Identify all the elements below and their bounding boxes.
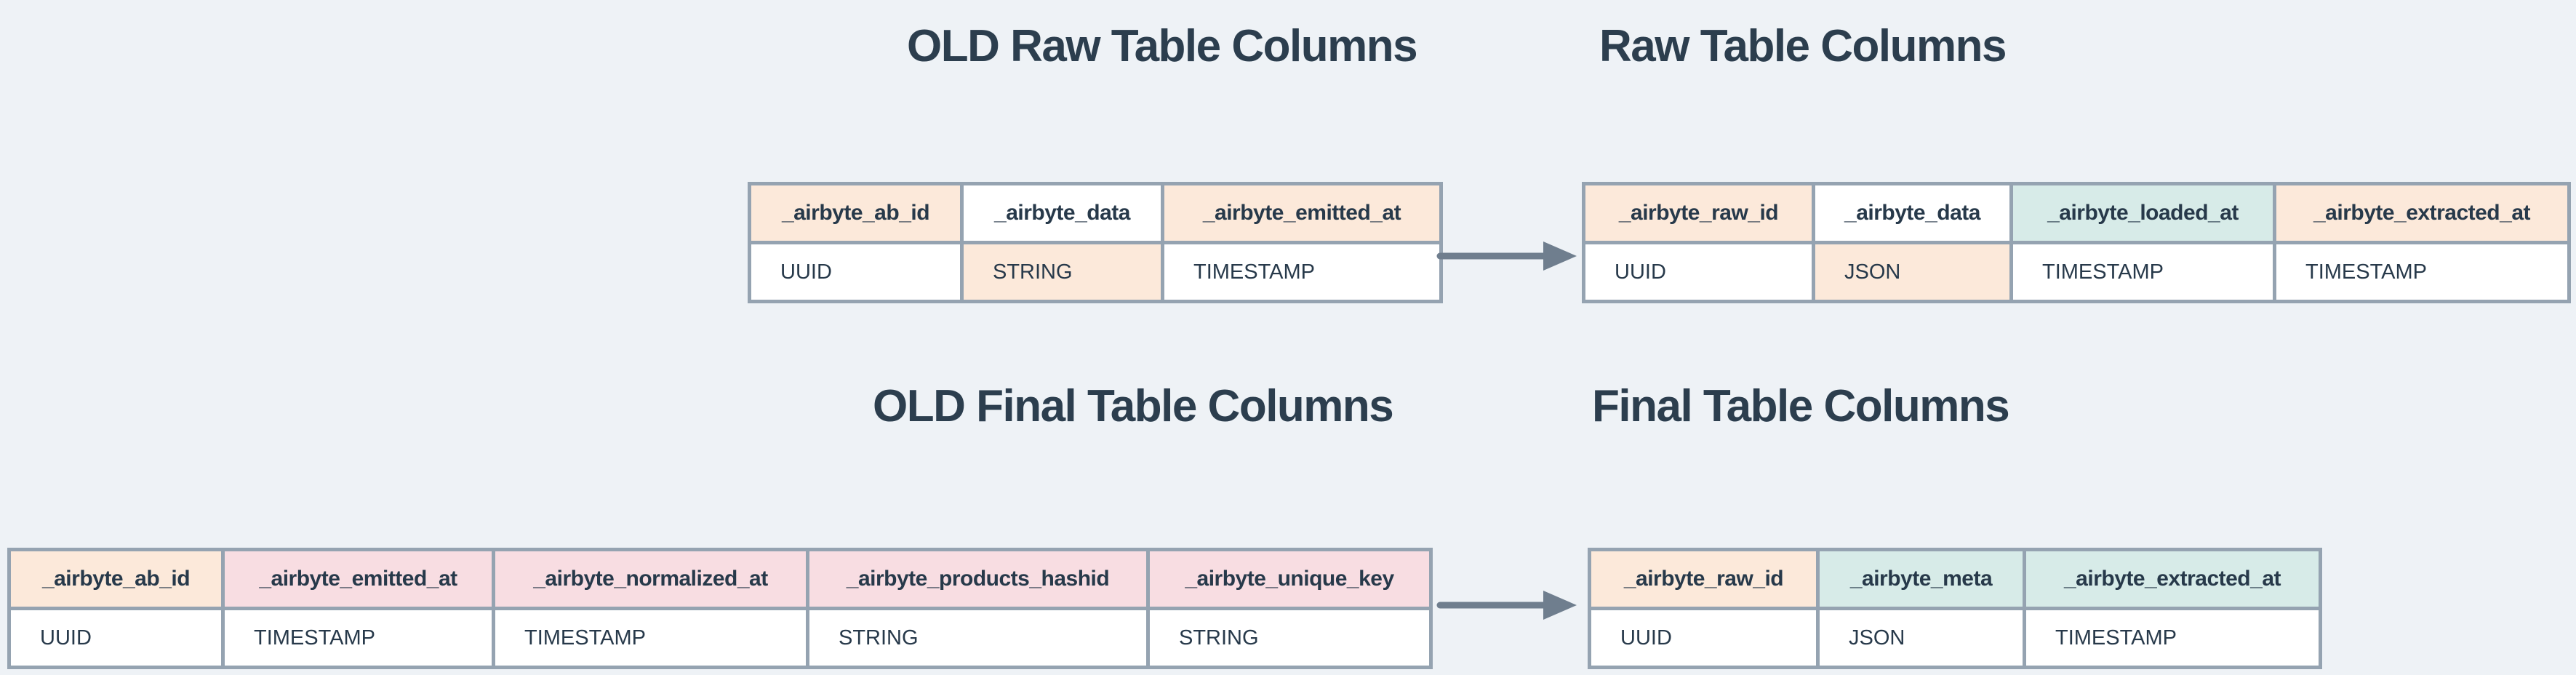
column-type: JSON bbox=[1815, 244, 2009, 300]
table-column: _airbyte_data JSON bbox=[1815, 185, 2013, 300]
column-type: UUID bbox=[751, 244, 960, 300]
column-type: TIMESTAMP bbox=[2276, 244, 2567, 300]
old-raw-table-title: OLD Raw Table Columns bbox=[907, 21, 1418, 71]
column-header: _airbyte_normalized_at bbox=[495, 551, 806, 610]
column-type: STRING bbox=[1150, 610, 1429, 666]
table-column: _airbyte_meta JSON bbox=[1820, 551, 2026, 666]
column-type: STRING bbox=[809, 610, 1146, 666]
table-column: _airbyte_raw_id UUID bbox=[1585, 185, 1815, 300]
table-column: _airbyte_raw_id UUID bbox=[1591, 551, 1820, 666]
column-header: _airbyte_emitted_at bbox=[1164, 185, 1439, 244]
raw-table-title: Raw Table Columns bbox=[1599, 21, 2007, 71]
column-header: _airbyte_extracted_at bbox=[2026, 551, 2319, 610]
column-type: UUID bbox=[1591, 610, 1816, 666]
table-column: _airbyte_extracted_at TIMESTAMP bbox=[2026, 551, 2319, 666]
raw-table: _airbyte_raw_id UUID _airbyte_data JSON … bbox=[1582, 182, 2571, 303]
column-header: _airbyte_emitted_at bbox=[225, 551, 492, 610]
arrow-right-icon bbox=[1436, 591, 1577, 620]
table-column: _airbyte_loaded_at TIMESTAMP bbox=[2013, 185, 2276, 300]
column-header: _airbyte_unique_key bbox=[1150, 551, 1429, 610]
table-column: _airbyte_products_hashid STRING bbox=[809, 551, 1150, 666]
table-column: _airbyte_extracted_at TIMESTAMP bbox=[2276, 185, 2567, 300]
column-header: _airbyte_extracted_at bbox=[2276, 185, 2567, 244]
column-header: _airbyte_raw_id bbox=[1591, 551, 1816, 610]
column-header: _airbyte_ab_id bbox=[751, 185, 960, 244]
table-column: _airbyte_normalized_at TIMESTAMP bbox=[495, 551, 809, 666]
column-type: UUID bbox=[1585, 244, 1812, 300]
table-column: _airbyte_data STRING bbox=[964, 185, 1164, 300]
column-header: _airbyte_raw_id bbox=[1585, 185, 1812, 244]
column-header: _airbyte_loaded_at bbox=[2013, 185, 2273, 244]
arrow-right-icon bbox=[1436, 241, 1577, 271]
old-final-table-title: OLD Final Table Columns bbox=[873, 381, 1394, 431]
table-column: _airbyte_emitted_at TIMESTAMP bbox=[225, 551, 495, 666]
table-column: _airbyte_emitted_at TIMESTAMP bbox=[1164, 185, 1439, 300]
column-header: _airbyte_data bbox=[1815, 185, 2009, 244]
final-table-title: Final Table Columns bbox=[1592, 381, 2010, 431]
column-header: _airbyte_data bbox=[964, 185, 1161, 244]
column-type: UUID bbox=[11, 610, 221, 666]
table-column: _airbyte_ab_id UUID bbox=[11, 551, 225, 666]
column-header: _airbyte_products_hashid bbox=[809, 551, 1146, 610]
column-type: TIMESTAMP bbox=[495, 610, 806, 666]
old-final-table: _airbyte_ab_id UUID _airbyte_emitted_at … bbox=[7, 548, 1433, 669]
column-header: _airbyte_meta bbox=[1820, 551, 2023, 610]
column-type: TIMESTAMP bbox=[225, 610, 492, 666]
column-type: STRING bbox=[964, 244, 1161, 300]
column-type: TIMESTAMP bbox=[2026, 610, 2319, 666]
column-type: TIMESTAMP bbox=[1164, 244, 1439, 300]
table-column: _airbyte_ab_id UUID bbox=[751, 185, 964, 300]
old-raw-table: _airbyte_ab_id UUID _airbyte_data STRING… bbox=[748, 182, 1443, 303]
final-table: _airbyte_raw_id UUID _airbyte_meta JSON … bbox=[1588, 548, 2322, 669]
table-column: _airbyte_unique_key STRING bbox=[1150, 551, 1429, 666]
column-type: JSON bbox=[1820, 610, 2023, 666]
column-type: TIMESTAMP bbox=[2013, 244, 2273, 300]
column-header: _airbyte_ab_id bbox=[11, 551, 221, 610]
